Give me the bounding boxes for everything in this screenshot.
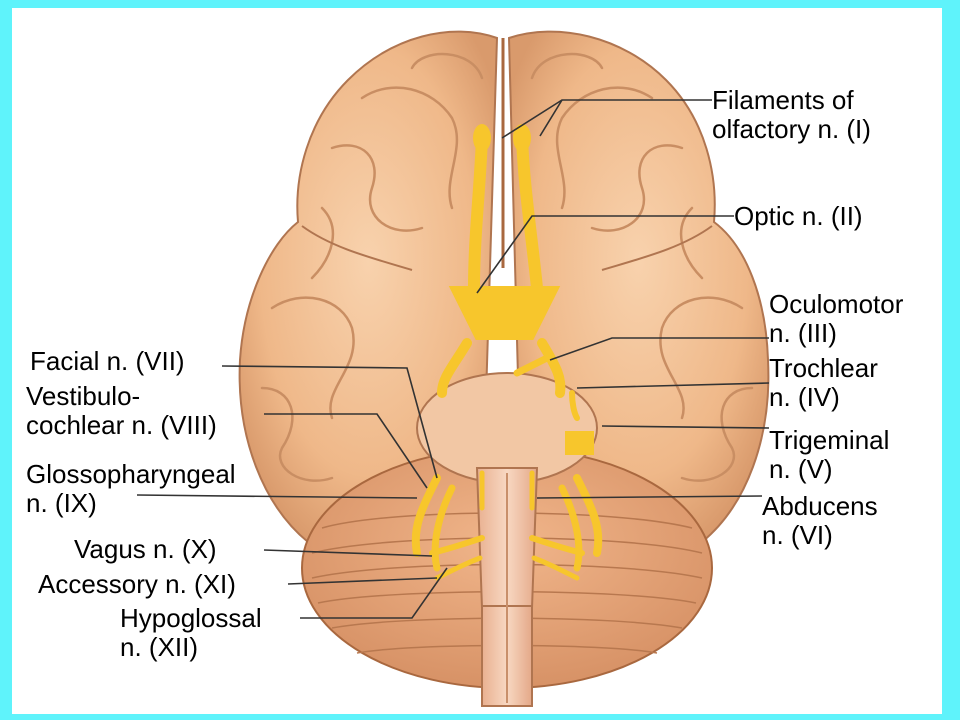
label-accessory: Accessory n. (XI) — [38, 570, 236, 599]
brainstem — [416, 372, 598, 707]
label-abducens: Abducens n. (VI) — [762, 492, 878, 550]
label-hypoglossal-line2: n. (XII) — [120, 632, 199, 662]
label-hypoglossal-line1: Hypoglossal — [120, 603, 262, 633]
leader-oculomotor — [549, 337, 769, 361]
leader-lines — [136, 99, 770, 619]
leader-trigeminal — [601, 425, 770, 429]
figure-panel: Filaments of olfactory n. (I) Optic n. (… — [12, 8, 942, 714]
label-trochlear: Trochlear n. (IV) — [769, 354, 878, 412]
label-vestibulocochlear-line1: Vestibulo- — [26, 381, 141, 411]
temporal-notch-right — [601, 225, 713, 271]
temporal-notch-left — [301, 225, 413, 271]
label-abducens-line1: Abducens — [762, 491, 878, 521]
trigeminal — [565, 431, 594, 455]
label-vagus-line1: Vagus n. (X) — [74, 534, 217, 564]
label-trigeminal: Trigeminal n. (V) — [769, 426, 889, 484]
label-trigeminal-line1: Trigeminal — [769, 425, 890, 455]
trochlear — [569, 390, 580, 421]
label-optic: Optic n. (II) — [734, 202, 863, 231]
label-facial: Facial n. (VII) — [30, 347, 185, 376]
leader-trochlear — [576, 382, 770, 389]
label-olfactory-line2: olfactory n. (I) — [712, 114, 871, 144]
gyri — [260, 52, 754, 482]
label-accessory-line1: Accessory n. (XI) — [38, 569, 236, 599]
leader-facial — [221, 365, 438, 479]
label-olfactory: Filaments of olfactory n. (I) — [712, 86, 871, 144]
label-olfactory-line1: Filaments of — [712, 85, 854, 115]
leader-accessory — [287, 577, 438, 585]
brain-inferior-view-illustration — [136, 30, 770, 707]
label-glossopharyngeal-line2: n. (IX) — [26, 488, 97, 518]
leader-abducens — [536, 495, 763, 499]
leader-optic — [476, 215, 734, 294]
label-facial-line1: Facial n. (VII) — [30, 346, 185, 376]
olfactory-tract-right — [516, 132, 543, 294]
label-trochlear-line1: Trochlear — [769, 353, 878, 383]
label-trigeminal-line2: n. (V) — [769, 454, 833, 484]
label-optic-line1: Optic n. (II) — [734, 201, 863, 231]
label-oculomotor-line1: Oculomotor — [769, 289, 904, 319]
label-hypoglossal: Hypoglossal n. (XII) — [120, 604, 262, 662]
label-abducens-line2: n. (VI) — [762, 520, 833, 550]
label-vestibulocochlear-line2: cochlear n. (VIII) — [26, 410, 217, 440]
label-oculomotor: Oculomotor n. (III) — [769, 290, 903, 348]
olfactory-tract-left — [468, 132, 488, 294]
label-vagus: Vagus n. (X) — [74, 535, 217, 564]
label-glossopharyngeal-line1: Glossopharyngeal — [26, 459, 236, 489]
label-trochlear-line2: n. (IV) — [769, 382, 840, 412]
label-vestibulocochlear: Vestibulo- cochlear n. (VIII) — [26, 382, 217, 440]
label-glossopharyngeal: Glossopharyngeal n. (IX) — [26, 460, 236, 518]
leader-hypoglossal — [300, 567, 448, 619]
label-oculomotor-line2: n. (III) — [769, 318, 837, 348]
oculomotor — [513, 354, 551, 377]
optic-chiasm — [448, 286, 561, 340]
leader-glossopharyngeal — [136, 494, 418, 499]
leader-vestibulocochlear — [264, 413, 428, 489]
leader-vagus — [263, 549, 433, 557]
